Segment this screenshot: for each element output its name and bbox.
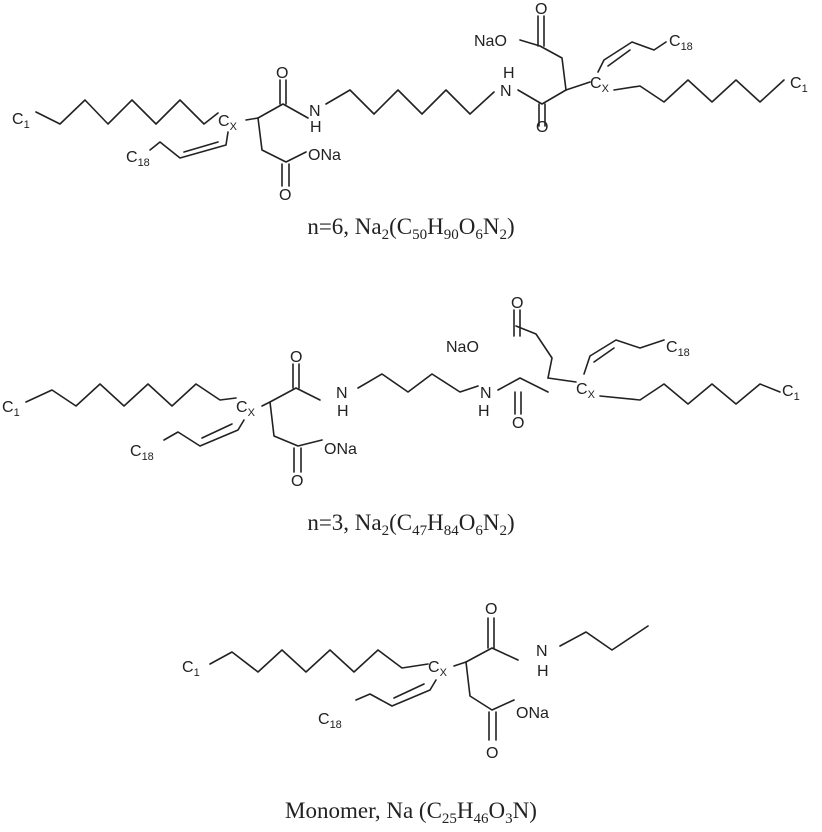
amide-link-right (517, 89, 567, 105)
alkenyl-chain-right (583, 339, 665, 375)
atom-label: C18 (318, 711, 342, 731)
structure-dimer-n3: C1 CX C18 N H O ONa O NaO O C18 CX C1 H … (2, 295, 800, 539)
atom-label: O (512, 415, 524, 432)
atom-label: N (336, 385, 348, 402)
alkyl-chain-left (25, 383, 237, 407)
atom-label: H (503, 65, 515, 82)
atom-label: O (511, 295, 523, 312)
carboxylate-arm-right (519, 39, 567, 91)
caption-n3: n=3, Na2(C47H84O6N2) (307, 510, 514, 539)
atom-label: C18 (126, 149, 150, 169)
atom-label: O (291, 473, 303, 490)
atom-label: N (500, 83, 512, 100)
atom-label: CX (236, 399, 256, 419)
atom-label: H (310, 119, 322, 136)
bond (547, 377, 577, 383)
carboxylate-arm-right (515, 325, 553, 379)
atom-label: C1 (12, 111, 30, 131)
carboxylate-arm-left (269, 401, 323, 447)
propyl-spacer (357, 373, 479, 393)
bond (453, 661, 467, 667)
carboxylate-arm (465, 661, 515, 711)
atom-labels-n6: C1 CX C18 N H O ONa O NaO O C18 CX C1 H … (12, 1, 808, 204)
atom-label: H (337, 403, 349, 420)
structure-monomer: C1 CX C18 O N H ONa O Monomer, Na (C25H4… (182, 601, 649, 827)
atom-label: O (279, 187, 291, 204)
atom-label: O (535, 1, 547, 18)
atom-label: C1 (782, 383, 800, 403)
double-bond-line (201, 423, 233, 439)
atom-label: N (480, 385, 492, 402)
atom-label: C1 (182, 659, 200, 679)
alkyl-chain (209, 649, 429, 673)
atom-label: O (536, 119, 548, 136)
amide-link-left (257, 103, 309, 119)
alkyl-chain-right (613, 79, 785, 103)
atom-label: C18 (669, 33, 693, 53)
alkyl-chain-left (35, 99, 219, 125)
atom-label: H (537, 663, 549, 680)
alkyl-chain-right (599, 383, 781, 405)
caption-monomer: Monomer, Na (C25H46O3N) (285, 798, 537, 827)
bond (261, 401, 271, 407)
atom-label: NaO (474, 33, 507, 50)
atom-label: N (309, 103, 321, 120)
atom-label: C1 (790, 75, 808, 95)
double-bond-line (393, 683, 425, 699)
atom-label: O (486, 745, 498, 762)
atom-label: C1 (2, 399, 20, 419)
atom-label: CX (218, 113, 238, 133)
atom-label: O (276, 65, 288, 82)
atom-label: ONa (516, 705, 549, 722)
atom-labels-monomer: C1 CX C18 O N H ONa O (182, 601, 549, 762)
alkenyl-chain (355, 679, 437, 707)
hexyl-spacer (325, 89, 495, 115)
atom-label: ONa (308, 147, 341, 164)
carboxylate-arm-left (257, 117, 307, 163)
caption-n6: n=6, Na2(C50H90O6N2) (307, 214, 514, 243)
double-bond-line (183, 141, 219, 153)
atom-label: CX (576, 381, 596, 401)
atom-label: O (485, 601, 497, 618)
alkenyl-chain-left (149, 131, 229, 159)
atom-label: NaO (446, 339, 479, 356)
bond (565, 81, 591, 91)
amide-link-right (497, 377, 549, 393)
atom-label: CX (428, 659, 448, 679)
amide-link-left (269, 387, 321, 403)
atom-label: CX (590, 75, 610, 95)
atom-label: O (290, 349, 302, 366)
atom-labels-n3: C1 CX C18 N H O ONa O NaO O C18 CX C1 H … (2, 295, 800, 490)
double-bond-line (607, 49, 631, 67)
propyl-tail (559, 625, 649, 651)
amide-link (465, 647, 519, 663)
atom-label: C18 (666, 339, 690, 359)
atom-label: C18 (130, 443, 154, 463)
atom-label: ONa (324, 441, 357, 458)
atom-label: H (478, 403, 490, 420)
bond (245, 117, 259, 121)
atom-label: N (536, 643, 548, 660)
alkenyl-chain-right (597, 41, 667, 73)
double-bond-line (593, 347, 615, 363)
structure-dimer-n6: C1 CX C18 N H O ONa O NaO O C18 CX C1 H … (12, 1, 808, 243)
alkenyl-chain-left (163, 419, 245, 447)
